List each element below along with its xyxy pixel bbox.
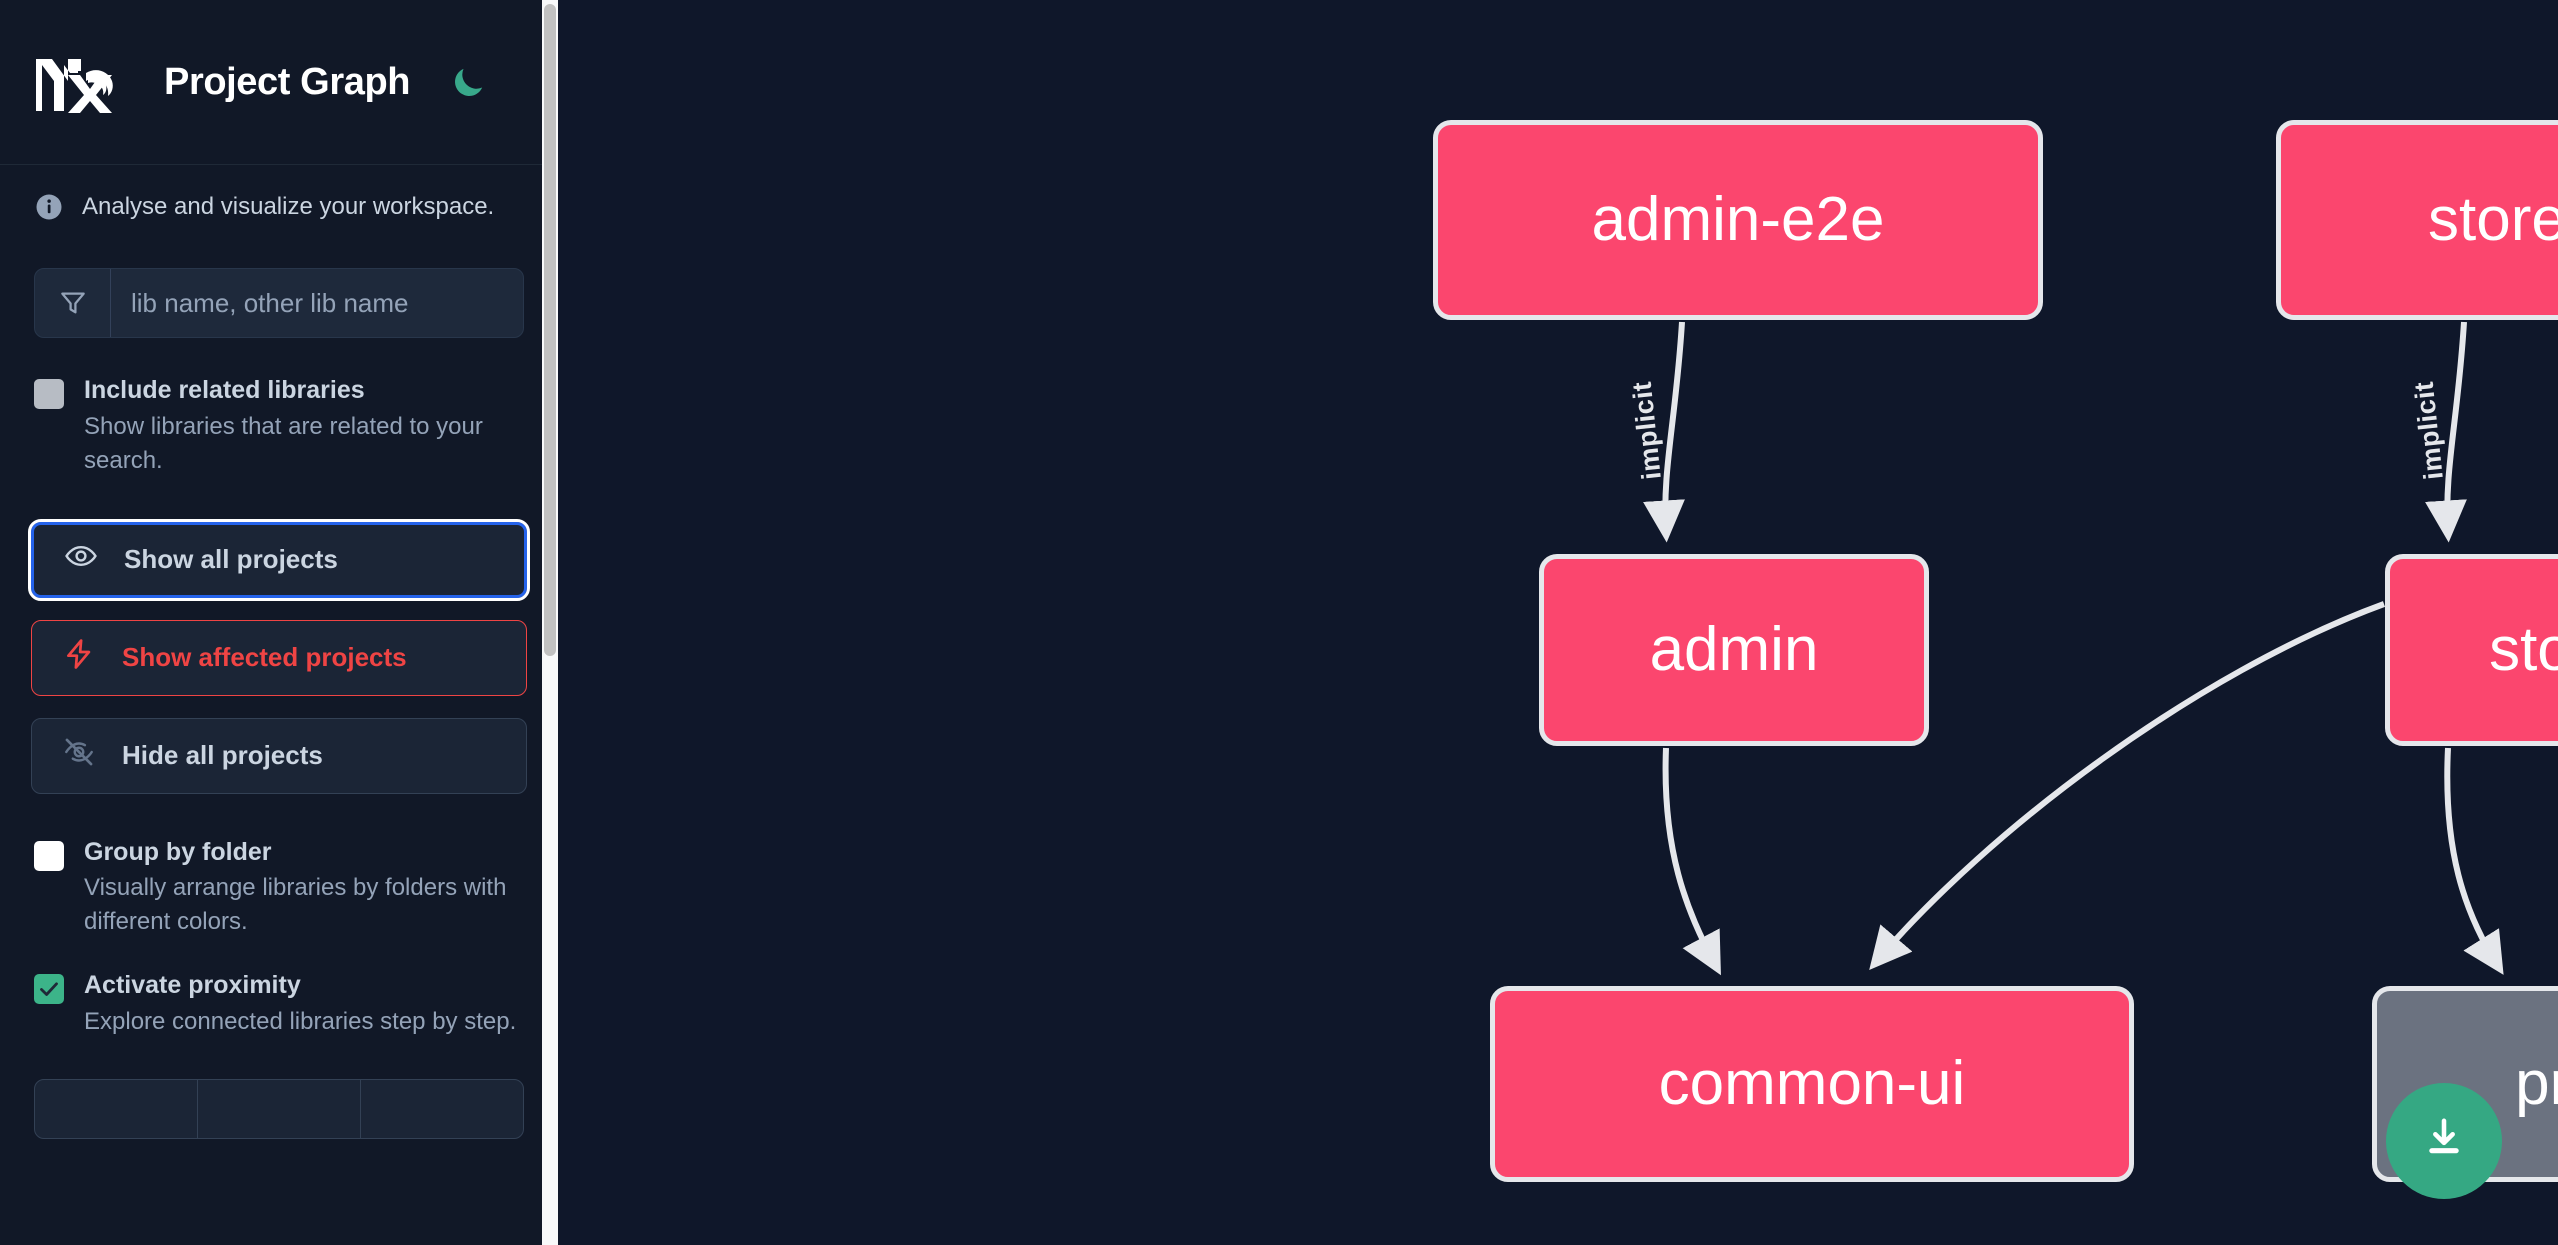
- segmented-control-group[interactable]: [0, 1078, 558, 1139]
- segmented-control-item[interactable]: [35, 1079, 198, 1138]
- segmented-control-item[interactable]: [198, 1079, 361, 1138]
- project-visibility-buttons: Show all projects Show affected projects: [0, 478, 558, 794]
- include-related-libraries-description: Show libraries that are related to your …: [84, 412, 483, 474]
- show-all-projects-button[interactable]: Show all projects: [28, 518, 530, 601]
- graph-node-label: common-ui: [1658, 1049, 1966, 1118]
- lightning-bolt-icon: [62, 637, 96, 678]
- filter-box[interactable]: [34, 268, 524, 338]
- checkbox-include-related-libraries[interactable]: [34, 379, 64, 409]
- checkbox-group-by-folder[interactable]: [34, 840, 64, 871]
- include-related-libraries-row[interactable]: Include related libraries Show libraries…: [0, 338, 558, 478]
- show-affected-projects-label: Show affected projects: [122, 642, 407, 673]
- moon-icon[interactable]: [446, 60, 490, 104]
- edge-store-to-products: [2444, 747, 2504, 975]
- graph-node-label: products: [2515, 1049, 2558, 1118]
- project-graph-canvas[interactable]: admin-e2e store-e2e admin store common-u…: [558, 0, 2558, 1245]
- activate-proximity-label: Activate proximity: [84, 971, 301, 1000]
- hide-all-projects-button[interactable]: Hide all projects: [31, 717, 527, 794]
- graph-edges: [1643, 321, 2504, 976]
- group-by-folder-description: Visually arrange libraries by folders wi…: [84, 874, 507, 936]
- group-by-folder-row[interactable]: Group by folder Visually arrange librari…: [0, 794, 558, 940]
- sidebar-header: Project Graph: [0, 0, 558, 165]
- activate-proximity-description: Explore connected libraries step by step…: [84, 1007, 517, 1035]
- group-by-folder-label: Group by folder: [84, 837, 272, 866]
- workspace-info: Analyse and visualize your workspace.: [0, 165, 558, 246]
- hide-all-projects-label: Hide all projects: [122, 740, 323, 771]
- show-all-projects-label: Show all projects: [124, 544, 338, 575]
- graph-node-label: store: [2489, 615, 2558, 684]
- sidebar-scrollbar-thumb[interactable]: [544, 4, 556, 656]
- filter-section: [0, 246, 558, 338]
- eye-icon: [64, 539, 98, 580]
- graph-node-label: admin-e2e: [1591, 185, 1885, 254]
- info-circle-icon: [34, 192, 64, 222]
- edge-admin-e2e-to-admin: [1643, 321, 1685, 543]
- edge-admin-to-common-ui: [1662, 747, 1721, 976]
- eye-off-icon: [62, 735, 96, 776]
- graph-node-admin[interactable]: admin: [1539, 554, 1929, 746]
- graph-node-common-ui[interactable]: common-ui: [1490, 986, 2134, 1182]
- workspace-info-text: Analyse and visualize your workspace.: [82, 193, 495, 220]
- checkbox-activate-proximity[interactable]: [34, 974, 64, 1005]
- graph-node-store[interactable]: store: [2385, 554, 2558, 746]
- include-related-libraries-label: Include related libraries: [84, 376, 365, 404]
- sidebar-scrollbar[interactable]: [542, 0, 558, 1245]
- edge-store-to-common-ui: [1869, 601, 2386, 971]
- download-icon: [2418, 1113, 2470, 1170]
- sidebar-scroll-region[interactable]: Project Graph Analyse and visualize your…: [0, 0, 558, 1245]
- download-image-button[interactable]: [2386, 1083, 2502, 1199]
- sidebar: Project Graph Analyse and visualize your…: [0, 0, 558, 1245]
- graph-node-label: admin: [1649, 615, 1819, 684]
- funnel-filter-icon: [35, 269, 111, 337]
- segmented-control-item[interactable]: [361, 1080, 523, 1138]
- edge-store-e2e-to-store: [2425, 321, 2467, 543]
- graph-node-admin-e2e[interactable]: admin-e2e: [1433, 120, 2043, 320]
- show-affected-projects-button[interactable]: Show affected projects: [31, 619, 527, 696]
- page-title: Project Graph: [164, 60, 411, 103]
- graph-node-label: store-e2e: [2428, 185, 2558, 254]
- search-input[interactable]: [111, 269, 523, 337]
- graph-node-store-e2e[interactable]: store-e2e: [2276, 120, 2558, 320]
- activate-proximity-row[interactable]: Activate proximity Explore connected lib…: [0, 939, 558, 1039]
- nx-logo-icon: [34, 51, 126, 113]
